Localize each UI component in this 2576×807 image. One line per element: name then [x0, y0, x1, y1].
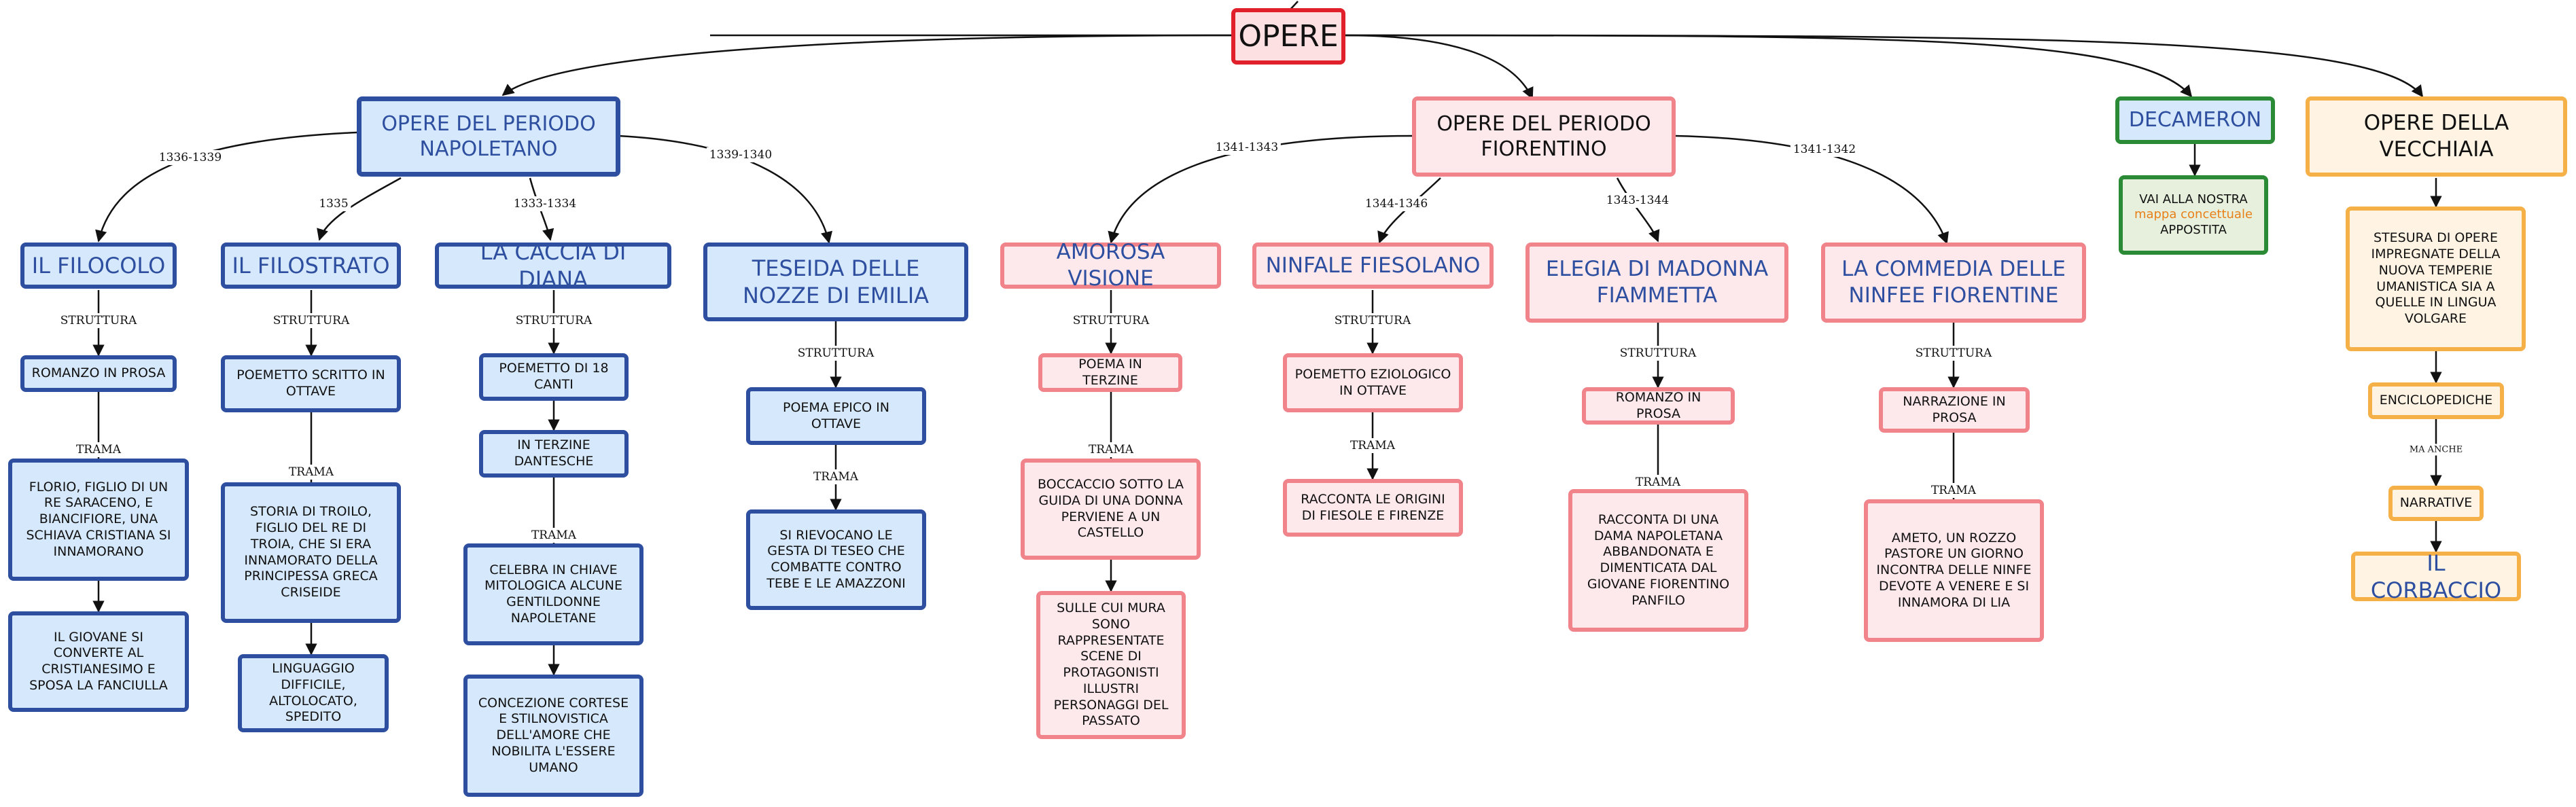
label-trama: TRAMA: [1347, 438, 1398, 453]
node-teseida[interactable]: TESEIDA DELLE NOZZE DI EMILIA: [703, 243, 968, 321]
label-struttura: STRUTTURA: [270, 313, 353, 328]
year-label-ninfale: 1344-1346: [1362, 196, 1431, 211]
year-label-amorosa: 1341-1343: [1212, 140, 1282, 155]
label-trama: TRAMA: [1928, 483, 1979, 498]
year-label-caccia: 1333-1334: [510, 196, 580, 211]
node-il-filostrato[interactable]: IL FILOSTRATO: [221, 243, 401, 289]
node-commedia-trama[interactable]: AMETO, UN ROZZO PASTORE UN GIORNO INCONT…: [1864, 499, 2044, 642]
node-enciclopediche[interactable]: ENCICLOPEDICHE: [2368, 382, 2504, 419]
year-label-commedia: 1341-1342: [1790, 142, 1859, 157]
node-ninfale-fiesolano[interactable]: NINFALE FIESOLANO: [1252, 243, 1494, 289]
node-decameron[interactable]: DECAMERON: [2115, 96, 2275, 144]
node-elegia-trama[interactable]: RACCONTA DI UNA DAMA NAPOLETANA ABBANDON…: [1568, 489, 1748, 632]
node-amorosa-struttura[interactable]: POEMA IN TERZINE: [1038, 353, 1182, 392]
label-trama: TRAMA: [1085, 442, 1137, 457]
node-teseida-struttura[interactable]: POEMA EPICO IN OTTAVE: [746, 387, 926, 445]
node-amorosa-trama[interactable]: BOCCACCIO SOTTO LA GUIDA DI UNA DONNA PE…: [1021, 459, 1201, 560]
node-elegia-fiammetta[interactable]: ELEGIA DI MADONNA FIAMMETTA: [1525, 243, 1788, 323]
year-label-filocolo: 1336-1339: [156, 150, 225, 165]
label-struttura: STRUTTURA: [57, 313, 140, 328]
node-narrative[interactable]: NARRATIVE: [2388, 486, 2484, 521]
label-struttura: STRUTTURA: [794, 346, 877, 361]
node-periodo-fiorentino[interactable]: OPERE DEL PERIODO FIORENTINO: [1412, 96, 1676, 177]
link-pre-text: VAI ALLA NOSTRA: [2139, 192, 2248, 207]
node-amorosa-seguito[interactable]: SULLE CUI MURA SONO RAPPRESENTATE SCENE …: [1036, 591, 1186, 739]
node-vecchiaia-stesura[interactable]: STESURA DI OPERE IMPREGNATE DELLA NUOVA …: [2346, 207, 2526, 351]
node-periodo-napoletano[interactable]: OPERE DEL PERIODO NAPOLETANO: [357, 96, 620, 177]
root-node-opere[interactable]: OPERE: [1231, 8, 1345, 65]
label-trama: TRAMA: [285, 465, 337, 480]
node-amorosa-visione[interactable]: AMOROSA VISIONE: [1000, 240, 1221, 291]
label-trama: TRAMA: [810, 469, 862, 484]
node-opere-vecchiaia[interactable]: OPERE DELLA VECCHIAIA: [2306, 96, 2567, 177]
node-filostrato-trama[interactable]: STORIA DI TROILO, FIGLIO DEL RE DI TROIA…: [221, 482, 401, 623]
node-filocolo-struttura[interactable]: ROMANZO IN PROSA: [20, 355, 177, 392]
node-il-corbaccio[interactable]: IL CORBACCIO: [2351, 550, 2521, 603]
node-caccia-di-diana[interactable]: LA CACCIA DI DIANA: [435, 239, 671, 292]
node-filocolo-trama[interactable]: FLORIO, FIGLIO DI UN RE SARACENO, E BIAN…: [8, 459, 189, 581]
label-trama: TRAMA: [73, 442, 124, 457]
node-il-filocolo[interactable]: IL FILOCOLO: [20, 243, 177, 289]
label-struttura: STRUTTURA: [1070, 313, 1152, 328]
node-filocolo-seguito[interactable]: IL GIOVANE SI CONVERTE AL CRISTIANESIMO …: [8, 611, 189, 712]
node-caccia-trama[interactable]: CELEBRA IN CHIAVE MITOLOGICA ALCUNE GENT…: [463, 543, 643, 645]
node-commedia-ninfee[interactable]: LA COMMEDIA DELLE NINFEE FIORENTINE: [1821, 243, 2086, 323]
node-ninfale-trama[interactable]: RACCONTA LE ORIGINI DI FIESOLE E FIRENZE: [1283, 479, 1463, 537]
node-caccia-struttura[interactable]: POEMETTO DI 18 CANTI: [479, 353, 629, 401]
decameron-link-text[interactable]: VAI ALLA NOSTRA mappa concettuale APPOST…: [2130, 192, 2257, 238]
node-ninfale-struttura[interactable]: POEMETTO EZIOLOGICO IN OTTAVE: [1283, 353, 1463, 412]
label-struttura: STRUTTURA: [512, 313, 595, 328]
node-elegia-struttura[interactable]: ROMANZO IN PROSA: [1582, 387, 1735, 425]
link-word-concettuale[interactable]: concettuale: [2181, 207, 2253, 222]
link-post-text: APPOSTITA: [2160, 222, 2227, 237]
node-filostrato-struttura[interactable]: POEMETTO SCRITTO IN OTTAVE: [221, 355, 401, 412]
node-decameron-link[interactable]: VAI ALLA NOSTRA mappa concettuale APPOST…: [2119, 175, 2268, 255]
node-teseida-trama[interactable]: SI RIEVOCANO LE GESTA DI TESEO CHE COMBA…: [746, 509, 926, 610]
label-struttura: STRUTTURA: [1617, 346, 1699, 361]
link-word-mappa[interactable]: mappa: [2134, 207, 2177, 222]
label-struttura: STRUTTURA: [1912, 346, 1995, 361]
node-filostrato-linguaggio[interactable]: LINGUAGGIO DIFFICILE, ALTOLOCATO, SPEDIT…: [238, 654, 389, 732]
label-ma-anche: MA ANCHE: [2406, 444, 2466, 456]
year-label-elegia: 1343-1344: [1603, 193, 1672, 208]
year-label-teseida: 1339-1340: [706, 147, 775, 162]
label-struttura: STRUTTURA: [1331, 313, 1414, 328]
node-caccia-terzine[interactable]: IN TERZINE DANTESCHE: [479, 430, 629, 478]
label-trama: TRAMA: [528, 528, 580, 543]
node-caccia-concezione[interactable]: CONCEZIONE CORTESE E STILNOVISTICA DELL'…: [463, 675, 643, 797]
year-label-filostrato: 1335: [316, 196, 351, 211]
label-trama: TRAMA: [1632, 475, 1684, 490]
node-commedia-struttura[interactable]: NARRAZIONE IN PROSA: [1879, 387, 2030, 433]
